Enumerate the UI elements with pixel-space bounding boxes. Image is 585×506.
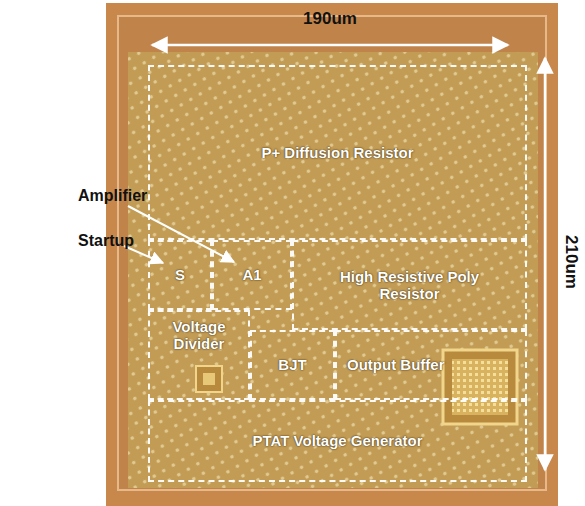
circuit-block: Output Buffer	[335, 330, 527, 400]
part-name: Amplifier	[78, 187, 147, 205]
divider-pad-core	[203, 373, 215, 385]
circuit-block: A1	[212, 240, 292, 310]
die-edge	[106, 3, 558, 506]
dimension-label: 210um	[561, 235, 581, 289]
seal-ring	[118, 16, 546, 490]
circuit-block: High Resistive Poly Resistor	[292, 240, 527, 330]
circuit-block: PTAT Voltage Generator	[148, 400, 527, 482]
dimension-label: 190um	[303, 9, 357, 29]
pad-array	[452, 359, 508, 415]
bond-pad	[443, 350, 517, 424]
block-label: A1	[242, 266, 261, 283]
divider-pad	[196, 366, 222, 392]
block-label: Voltage Divider	[156, 318, 242, 353]
block-label: PTAT Voltage Generator	[252, 432, 422, 449]
core-area	[128, 52, 538, 488]
block-label: P+ Diffusion Resistor	[261, 144, 413, 161]
part-name: Startup	[78, 232, 134, 250]
block-label: Output Buffer	[347, 356, 444, 373]
circuit-block: BJT	[250, 330, 335, 400]
block-label: BJT	[278, 356, 306, 373]
height-arrow	[544, 58, 547, 470]
width-arrow	[152, 44, 508, 47]
circuit-block: Voltage Divider	[148, 310, 250, 400]
circuit-block: P+ Diffusion Resistor	[148, 65, 527, 240]
block-label: High Resistive Poly Resistor	[330, 268, 490, 303]
block-label: S	[175, 266, 185, 283]
circuit-block: S	[148, 240, 212, 310]
